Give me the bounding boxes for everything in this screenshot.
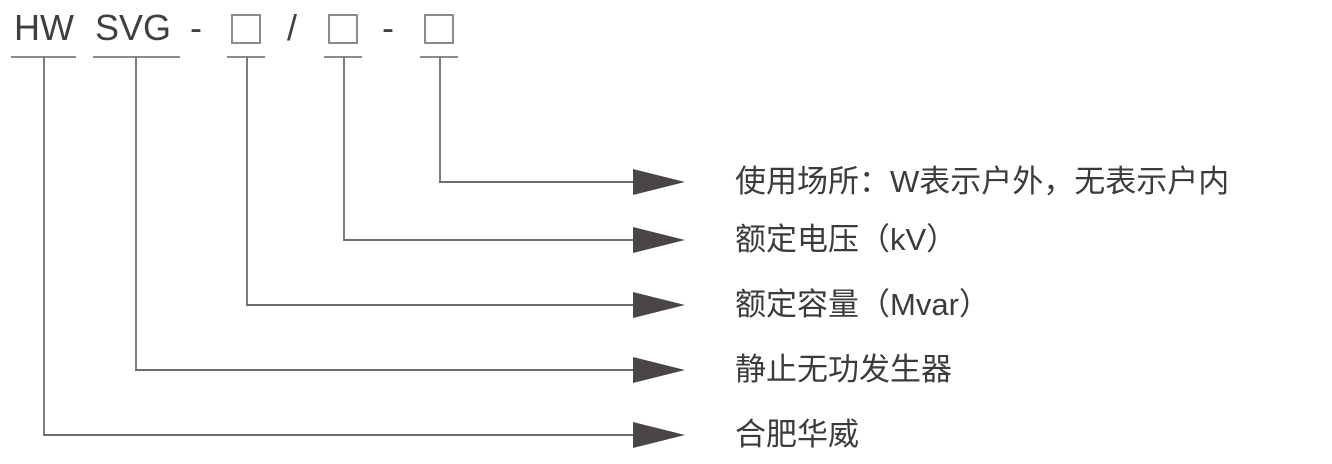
stem-location: [439, 56, 441, 183]
callout-label-usage-location: 使用场所：W表示户外，无表示户内: [735, 164, 1230, 199]
model-code-row: HW SVG - / -: [0, 0, 1332, 56]
code-token-dash-1: -: [190, 7, 202, 48]
arrowhead-location: [633, 169, 685, 195]
stem-voltage: [343, 56, 345, 241]
stem-capacity: [246, 56, 248, 306]
arrowhead-voltage: [633, 227, 685, 253]
leader-hw: [43, 434, 633, 436]
arrowhead-capacity: [633, 292, 685, 318]
stem-svg: [135, 56, 137, 371]
leader-svg: [135, 369, 633, 371]
stem-hw: [43, 56, 45, 436]
arrowhead-svg: [633, 357, 685, 383]
code-box-capacity: [231, 14, 261, 44]
callout-label-rated-voltage: 额定电压（kV）: [735, 222, 958, 257]
arrowhead-hw: [633, 422, 685, 448]
leader-capacity: [246, 304, 633, 306]
code-box-location: [424, 14, 454, 44]
code-token-svg: SVG: [95, 7, 172, 48]
code-token-dash-2: -: [382, 7, 394, 48]
code-token-hw: HW: [14, 7, 74, 48]
callout-label-hefei-huawei: 合肥华威: [735, 417, 859, 452]
callout-label-rated-capacity: 额定容量（Mvar）: [735, 287, 990, 322]
leader-voltage: [343, 239, 633, 241]
leader-location: [439, 181, 633, 183]
code-box-voltage: [328, 14, 358, 44]
callout-label-static-var-generator: 静止无功发生器: [735, 352, 952, 387]
code-token-slash: /: [287, 7, 298, 48]
